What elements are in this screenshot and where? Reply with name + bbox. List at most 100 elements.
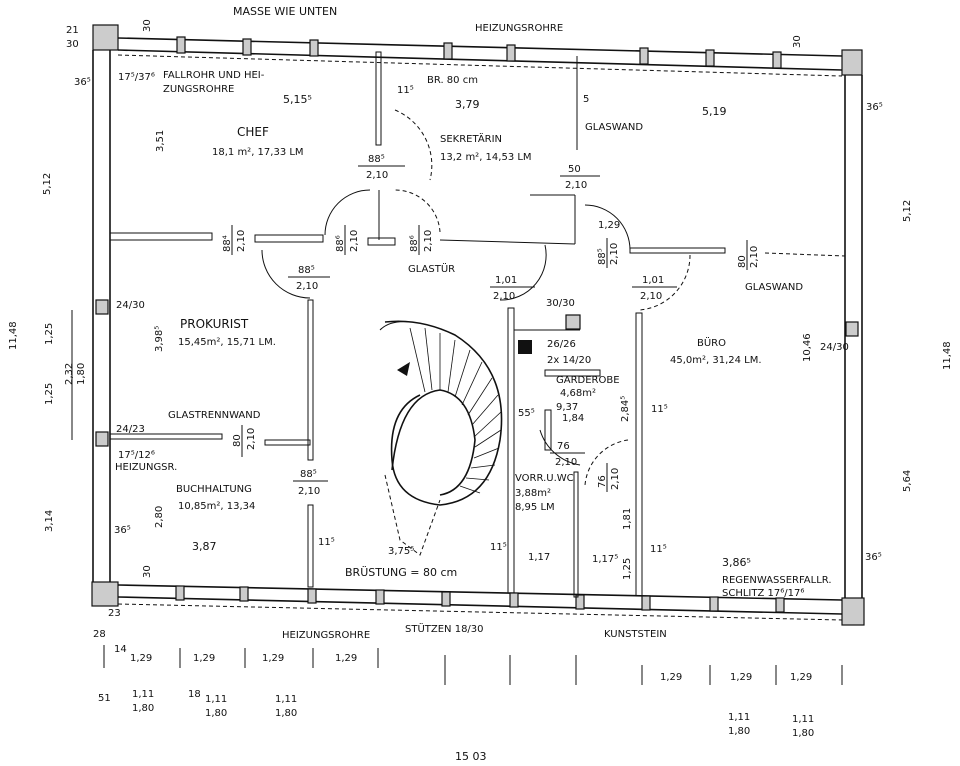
- svg-text:76: 76: [597, 475, 608, 488]
- dim-left-total: 11,48: [8, 321, 19, 350]
- stuetzen-label: STÜTZEN 18/30: [405, 622, 484, 635]
- svg-text:2,10: 2,10: [749, 246, 760, 268]
- svg-text:80: 80: [737, 255, 748, 268]
- svg-text:80: 80: [232, 434, 243, 447]
- dim-window-w-5: 1,11: [792, 714, 814, 725]
- dimensions: 5,12 5,12 11,48 11,48 3,14 1,25 1,25 2,3…: [8, 19, 953, 580]
- room-wc-lm: 8,95 LM: [515, 502, 555, 513]
- svg-text:2,10: 2,10: [609, 243, 620, 265]
- column-label-4: 24/23: [116, 424, 145, 435]
- column-label-3: 24/30: [820, 342, 849, 353]
- room-wc-name: VORR.U.WC: [515, 473, 574, 484]
- svg-text:1,01: 1,01: [495, 275, 517, 286]
- dim-right-upper: 5,12: [902, 200, 913, 222]
- room-sekretaerin-opening: BR. 80 cm: [427, 75, 478, 86]
- room-chef-height: 3,51: [155, 130, 166, 152]
- svg-text:2,10: 2,10: [349, 230, 360, 252]
- exterior-walls: [91, 24, 865, 626]
- room-garderobe-dim: 1,84: [562, 413, 584, 424]
- dim-wall-11-5: 11⁵: [650, 544, 667, 555]
- shaft-label-1: 26/26: [547, 339, 576, 350]
- regen-label-2: SCHLITZ 17⁶/17⁶: [722, 588, 804, 599]
- stair-width: 3,75⁵: [388, 546, 414, 557]
- room-buchhaltung-height: 2,80: [154, 506, 165, 528]
- dim-top-30-2: 30: [792, 35, 803, 48]
- dim-bottom-5: 1,29: [660, 672, 682, 683]
- dim-window-4: 1,80: [76, 363, 87, 385]
- door-label: 502,10: [560, 164, 600, 191]
- room-sekretaerin-width: 3,79: [455, 98, 480, 111]
- bottom-pipes-label: HEIZUNGSROHRE: [282, 630, 370, 641]
- svg-text:2,10: 2,10: [246, 428, 257, 450]
- svg-text:88⁶: 88⁶: [335, 235, 346, 252]
- dim-window-h-1: 1,80: [132, 703, 154, 714]
- dim-wc-125: 1,25: [622, 558, 633, 580]
- room-buchhaltung-width: 3,87: [192, 540, 217, 553]
- dim-wall-36-2: 36⁵: [866, 102, 883, 113]
- svg-text:88⁵: 88⁵: [597, 248, 608, 265]
- dim-window-h-2: 1,80: [205, 708, 227, 719]
- dim-wall-36-3: 36⁵: [114, 525, 131, 536]
- door-label: 88⁵ 2,10: [288, 265, 330, 292]
- dim-wall-11-4: 11⁵: [490, 542, 507, 553]
- room-prokurist-area: 15,45m², 15,71 LM.: [178, 337, 276, 348]
- heizungsr-dim: 17⁵/12⁶: [118, 450, 155, 461]
- room-sekretaerin-name: SEKRETÄRIN: [440, 132, 502, 145]
- dim-wall-11-2: 11⁵: [318, 537, 335, 548]
- column-label-2: 24/30: [116, 300, 145, 311]
- door-label: 1,012,10: [632, 275, 677, 302]
- dim-window-h-3: 1,80: [275, 708, 297, 719]
- header-note: MASSE WIE UNTEN: [233, 5, 337, 18]
- regen-label-1: REGENWASSERFALLR.: [722, 575, 832, 586]
- bruestung-label: BRÜSTUNG = 80 cm: [345, 566, 457, 579]
- dim-wall-11-3: 11⁵: [651, 404, 668, 415]
- room-buero-name: BÜRO: [697, 336, 726, 349]
- dim-wc-117-2: 1,17⁵: [592, 554, 618, 565]
- svg-text:2,10: 2,10: [555, 457, 577, 468]
- svg-text:2,10: 2,10: [298, 486, 320, 497]
- svg-text:2,10: 2,10: [423, 230, 434, 252]
- plan-number: 15 03: [455, 750, 487, 763]
- shaft-icon: [518, 340, 532, 354]
- svg-text:2,10: 2,10: [296, 281, 318, 292]
- interior-walls: [109, 51, 846, 598]
- dim-core-55: 55⁵: [518, 408, 535, 419]
- kunststein-label: KUNSTSTEIN: [604, 629, 667, 640]
- svg-text:50: 50: [568, 164, 581, 175]
- dim-window-w-3: 1,11: [275, 694, 297, 705]
- dim-wall-36-4: 36⁵: [865, 552, 882, 563]
- dim-window-1: 1,25: [44, 323, 55, 345]
- dim-window-3: 2,32: [64, 363, 75, 385]
- dim-wall-11-1: 11⁵: [397, 85, 414, 96]
- dim-wall-36-1: 36⁵: [74, 77, 91, 88]
- room-garderobe-area: 4,68m²: [560, 388, 596, 399]
- dim-bottom-30: 30: [142, 565, 153, 578]
- dim-core-129: 1,29: [598, 220, 620, 231]
- dim-left-lower: 3,14: [44, 510, 55, 532]
- dim-bottom-7: 1,29: [790, 672, 812, 683]
- dim-bottom-3: 1,29: [262, 653, 284, 664]
- room-wc-area: 3,88m²: [515, 488, 551, 499]
- svg-text:88⁵: 88⁵: [368, 154, 385, 165]
- dim-bottom-2: 1,29: [193, 653, 215, 664]
- door-swings: [261, 109, 691, 486]
- room-chef-name: CHEF: [237, 125, 269, 139]
- dim-wc-181: 1,81: [622, 508, 633, 530]
- dim-left-upper: 5,12: [42, 173, 53, 195]
- svg-text:2,10: 2,10: [565, 180, 587, 191]
- svg-text:88⁵: 88⁵: [298, 265, 315, 276]
- dim-window-h-4: 1,80: [728, 726, 750, 737]
- glastrennwand-label: GLASTRENNWAND: [168, 410, 261, 421]
- svg-text:1,01: 1,01: [642, 275, 664, 286]
- top-right-width: 5,19: [702, 105, 727, 118]
- room-buero-area: 45,0m², 31,24 LM.: [670, 355, 762, 366]
- door-label: 1,012,10: [490, 275, 535, 302]
- dim-window-w-1: 1,11: [132, 689, 154, 700]
